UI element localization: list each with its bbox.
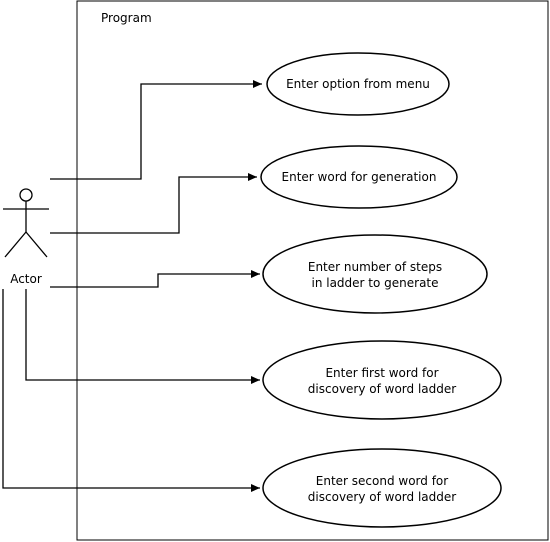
system-title: Program <box>101 11 152 25</box>
connector-word-generation <box>50 173 257 234</box>
actor-head <box>19 188 33 202</box>
use-case-label: Enter number of steps <box>308 260 442 274</box>
use-case-option-menu: Enter option from menu <box>266 52 450 116</box>
use-case-word-generation: Enter word for generation <box>260 145 458 209</box>
use-case-first-word: Enter first word for discovery of word l… <box>262 340 502 420</box>
actor-label: Actor <box>10 272 42 286</box>
actor-figure <box>3 188 49 258</box>
actor-right-leg <box>25 231 48 258</box>
use-case-label: discovery of word ladder <box>308 490 456 504</box>
connector-number-steps <box>50 270 260 288</box>
use-case-number-steps: Enter number of steps in ladder to gener… <box>262 234 488 314</box>
connector-option-menu <box>50 80 262 180</box>
connector-first-word <box>25 289 260 384</box>
actor-left-leg <box>4 231 27 258</box>
use-case-label: discovery of word ladder <box>308 382 456 396</box>
use-case-ellipse <box>260 145 458 209</box>
use-case-label: Enter second word for <box>316 474 449 488</box>
use-case-label: Enter option from menu <box>286 77 430 91</box>
use-case-ellipse <box>262 448 502 528</box>
system-boundary <box>76 0 549 541</box>
use-case-second-word: Enter second word for discovery of word … <box>262 448 502 528</box>
use-case-ellipse <box>266 52 450 116</box>
use-case-label: in ladder to generate <box>311 276 438 290</box>
use-case-label: Enter word for generation <box>282 170 437 184</box>
use-case-ellipse <box>262 340 502 420</box>
use-case-label: Enter first word for <box>325 366 438 380</box>
connector-second-word <box>2 289 260 492</box>
use-case-ellipse <box>262 234 488 314</box>
